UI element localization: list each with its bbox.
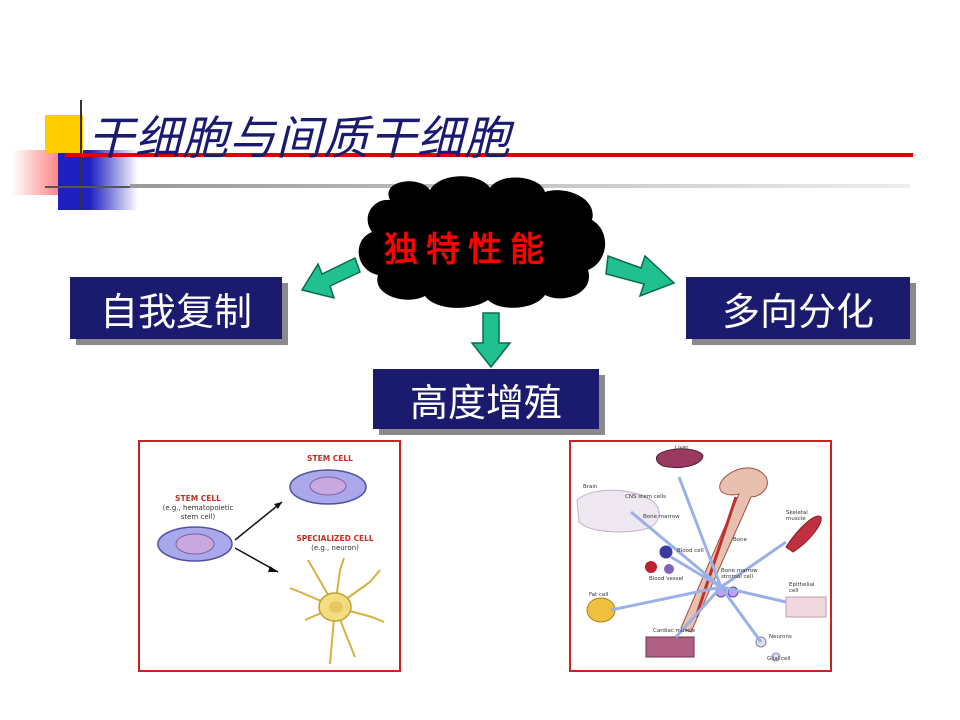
label-stem-cell-left: STEM CELL — [175, 494, 221, 503]
label-stem-cell-example-2: stem cell) — [180, 513, 216, 521]
differentiation-drawing — [576, 448, 827, 662]
label-fat-cell: Fat cell — [589, 592, 609, 598]
cloud-label: 独特性能 — [384, 230, 552, 270]
title-decoration-yellow — [45, 115, 83, 153]
arrow-to-proliferation — [470, 312, 512, 369]
label-stem-cell-example-1: (e.g., hematopoietic — [162, 504, 234, 512]
label-bone: Bone — [733, 537, 748, 543]
label-liver: Liver — [675, 445, 689, 451]
label-blood-vessel: Blood vessel — [649, 576, 684, 582]
label-bone-marrow-stromal-cell: Bone marrow stromal cell — [721, 568, 758, 580]
cloud-shape — [358, 176, 606, 308]
neuron-drawing — [289, 557, 385, 665]
label-epithelial-cell: Epithelial cell — [789, 582, 815, 594]
slide-title: 干细胞与间质干细胞 — [88, 111, 511, 165]
arrow-to-self-renewal — [300, 256, 361, 300]
label-brain: Brain — [583, 484, 598, 490]
differentiation-illustration: Liver Brain CNS stem cells Bone marrow B… — [569, 440, 832, 672]
arrow-to-differentiation — [605, 254, 676, 298]
label-bone-marrow: Bone marrow — [643, 514, 680, 520]
proliferation-box: 高度增殖 — [373, 369, 599, 429]
stem-cell-drawing — [157, 469, 385, 665]
label-specialized-cell: SPECIALIZED CELL — [296, 534, 374, 543]
label-cns-stem-cells: CNS stem cells — [625, 494, 667, 500]
stem-cell-illustration: STEM CELL STEM CELL (e.g., hematopoietic… — [138, 440, 401, 672]
label-neurons: Neurons — [769, 634, 792, 640]
label-glial-cell: Glial cell — [767, 656, 791, 662]
title-decoration-hline — [45, 186, 145, 188]
label-skeletal-muscle: Skeletal muscle — [786, 510, 808, 522]
label-stem-cell-top: STEM CELL — [307, 454, 353, 463]
label-specialized-example: (e.g., neuron) — [311, 544, 359, 552]
title-underline — [65, 153, 913, 157]
label-cardiac-muscle: Cardiac muscle — [653, 628, 696, 634]
label-blood-cell: Blood cell — [677, 548, 704, 554]
title-decoration-blue — [58, 150, 138, 210]
differentiation-box: 多向分化 — [686, 277, 910, 339]
self-renewal-box: 自我复制 — [70, 277, 282, 339]
